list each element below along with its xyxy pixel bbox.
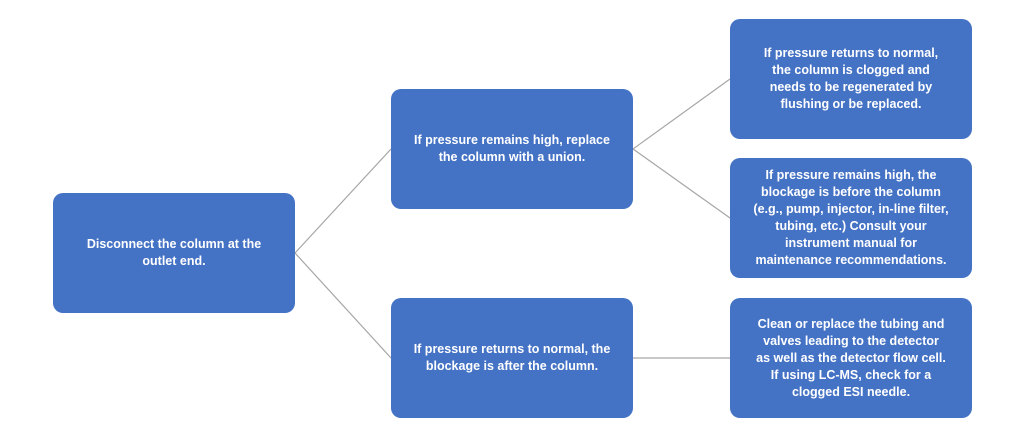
connector-root-to-mid-high (294, 148, 392, 254)
connector-mid-high-to-leaf-before (632, 148, 731, 219)
node-pressure-high-union: If pressure remains high, replace the co… (391, 89, 633, 209)
connector-mid-high-to-leaf-clogged (632, 78, 731, 150)
node-column-clogged: If pressure returns to normal, the colum… (730, 19, 972, 139)
connector-root-to-mid-normal (294, 252, 392, 359)
node-blockage-before-column: If pressure remains high, the blockage i… (730, 158, 972, 278)
node-pressure-normal-after: If pressure returns to normal, the block… (391, 298, 633, 418)
node-disconnect-column: Disconnect the column at the outlet end. (53, 193, 295, 313)
node-clean-tubing-detector: Clean or replace the tubing and valves l… (730, 298, 972, 418)
